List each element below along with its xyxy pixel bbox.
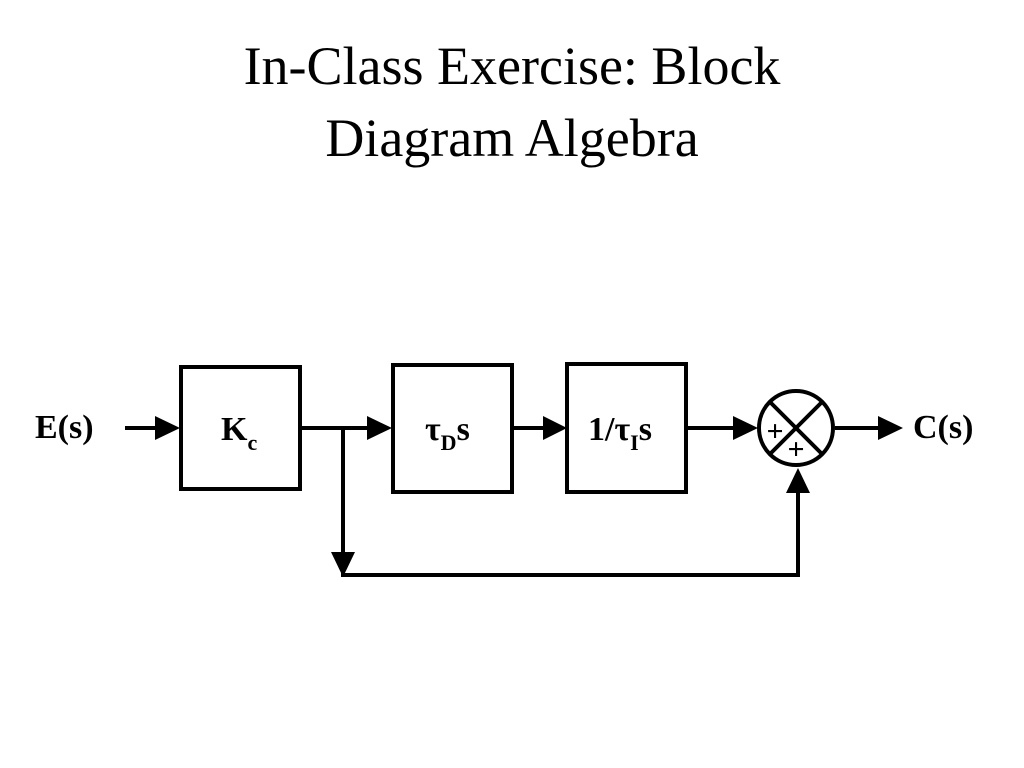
input-arrowhead [155,416,180,440]
block-integral-sub: I [630,430,639,455]
sum-sign-bottom: + [787,433,804,466]
derivative-to-integral-arrowhead [543,416,567,440]
kc-to-derivative-arrowhead [367,416,392,440]
block-derivative-pre: τ [425,411,441,448]
summing-junction: + + [757,389,835,467]
block-kc-label: Kc [221,411,257,455]
block-kc-main: K [221,411,248,448]
integral-to-sum-arrowhead [733,416,758,440]
slide-title: In-Class Exercise: Block Diagram Algebra [0,30,1024,174]
block-integral-pre: 1/τ [588,411,630,448]
block-derivative-box [391,363,514,494]
sum-sign-left: + [766,415,783,448]
block-gain-kc: Kc [179,365,302,491]
block-kc-box [179,365,302,491]
block-integral-post: s [639,411,652,448]
title-line-2: Diagram Algebra [325,108,699,168]
branch-down-arrowhead [331,552,355,577]
block-derivative-sub: D [441,430,457,455]
block-kc-sub: c [247,430,257,455]
output-arrowhead [878,416,903,440]
title-line-1: In-Class Exercise: Block [243,36,781,96]
output-label: C(s) [913,409,973,446]
block-derivative-post: s [457,411,470,448]
block-derivative: τDs [391,363,514,494]
block-integral-box [565,362,688,494]
summing-junction-cross-2 [768,400,824,456]
bypass-up-arrowhead [786,468,810,493]
block-derivative-label: τDs [425,411,470,455]
block-integral-label: 1/τIs [588,411,652,455]
input-label: E(s) [35,409,94,446]
block-integral: 1/τIs [565,362,688,494]
